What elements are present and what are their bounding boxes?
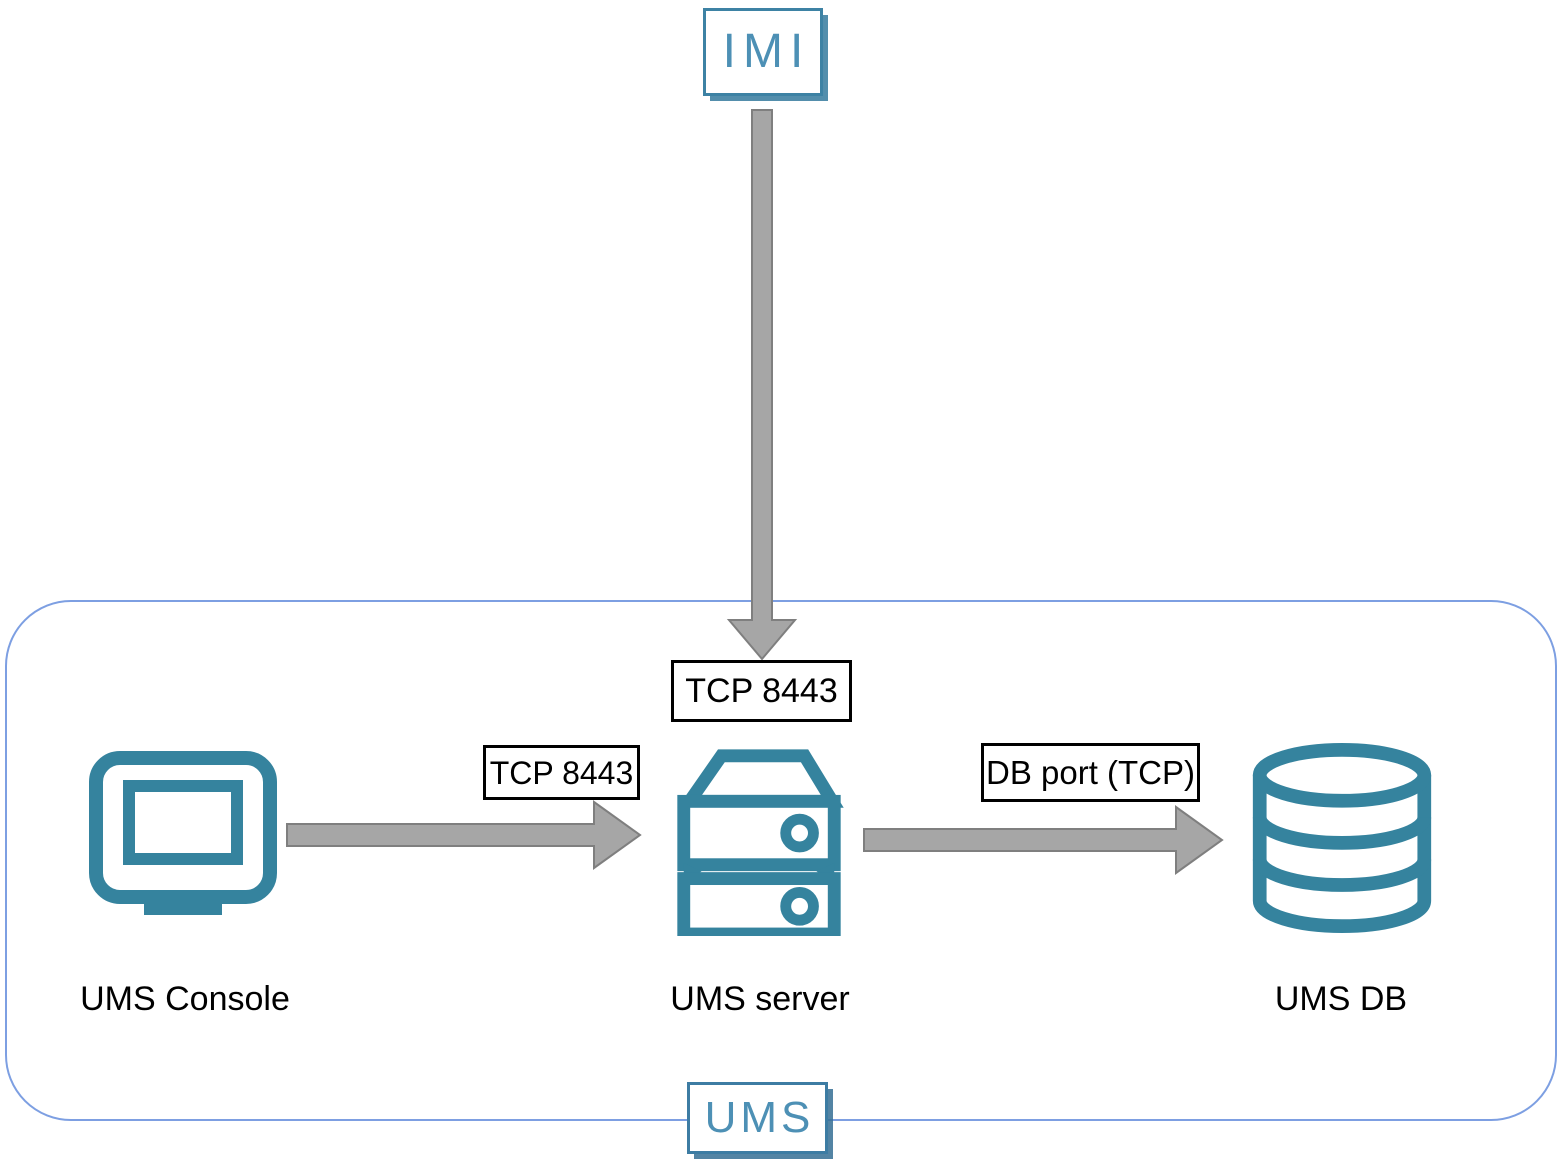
node-label-ums-db: UMS DB bbox=[1274, 980, 1408, 1018]
port-label-text: DB port (TCP) bbox=[985, 754, 1196, 791]
arrow-down-imi-to-ums-server-icon bbox=[726, 109, 798, 661]
port-label-tcp-8443-imi: TCP 8443 bbox=[671, 660, 852, 722]
imi-node-label: IMI bbox=[722, 25, 811, 78]
node-label-ums-console: UMS Console bbox=[80, 980, 290, 1018]
ums-boundary-label: UMS bbox=[704, 1093, 815, 1142]
node-label-ums-server: UMS server bbox=[670, 980, 850, 1018]
imi-node-box: IMI bbox=[703, 8, 823, 96]
port-label-db-port-tcp: DB port (TCP) bbox=[981, 743, 1200, 802]
monitor-icon bbox=[89, 751, 277, 915]
port-label-tcp-8443-console: TCP 8443 bbox=[483, 745, 640, 800]
port-label-text: TCP 8443 bbox=[685, 672, 838, 710]
database-icon bbox=[1252, 742, 1432, 933]
port-label-text: TCP 8443 bbox=[489, 754, 634, 791]
server-icon bbox=[677, 749, 844, 936]
ums-boundary-label-box: UMS bbox=[687, 1082, 828, 1154]
